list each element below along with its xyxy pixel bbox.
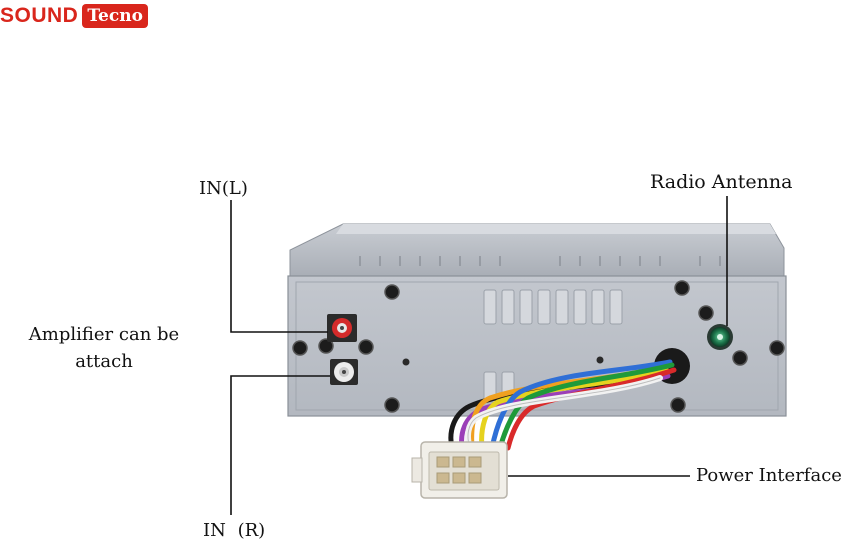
wiring-harness	[448, 359, 677, 451]
power-connector-block	[411, 441, 508, 499]
callout-line-in-right	[230, 375, 330, 515]
brand-logo: SOUND Tecno	[0, 3, 148, 29]
brand-name-tecno-badge: Tecno	[82, 4, 148, 28]
radio-antenna-socket	[707, 324, 733, 350]
label-radio-antenna: Radio Antenna	[650, 171, 793, 193]
brand-name-sound: SOUND	[0, 4, 79, 27]
label-in-right: IN (R)	[203, 520, 266, 541]
mounting-screws	[292, 280, 785, 413]
callout-line-in-left	[230, 200, 328, 333]
chassis-top	[289, 223, 785, 277]
callout-lines	[230, 196, 728, 515]
label-power-interface: Power Interface	[696, 465, 842, 486]
label-amplifier: Amplifier can be attach	[28, 324, 180, 372]
rca-jack-right-white	[330, 359, 358, 385]
rca-jack-left-red	[327, 314, 357, 342]
label-in-left: IN(L)	[199, 178, 248, 199]
